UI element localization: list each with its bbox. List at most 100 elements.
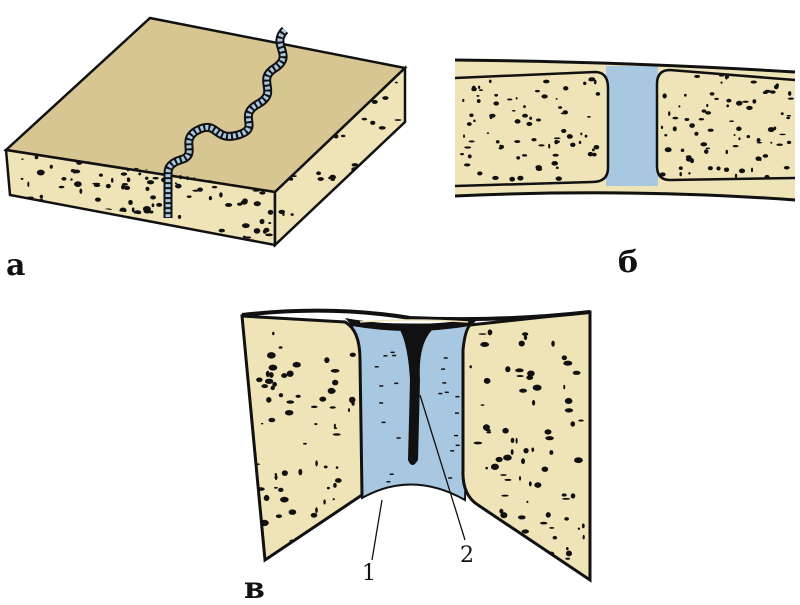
- bone-right: [461, 310, 592, 583]
- bone-pore: [780, 112, 784, 116]
- bone-pore: [281, 373, 288, 379]
- bone-pore: [549, 450, 554, 455]
- bone-pore: [518, 340, 525, 347]
- bone-pore: [398, 150, 402, 154]
- bone-pore: [347, 408, 350, 413]
- bone-pore: [281, 470, 288, 476]
- bone-pore: [584, 134, 588, 138]
- bone-pore: [332, 498, 335, 501]
- bone-pore: [527, 370, 535, 377]
- bone-pore: [545, 512, 551, 518]
- bone-pore: [531, 447, 535, 452]
- cartilage-gap: [606, 66, 658, 186]
- bone-pore: [70, 178, 73, 181]
- bone-pore: [694, 131, 699, 136]
- bone-pore: [333, 482, 337, 488]
- bone-pore: [539, 521, 548, 525]
- bone-pore: [503, 454, 512, 461]
- bone-pore: [511, 109, 516, 112]
- bone-pore: [317, 177, 324, 181]
- bone-pore: [256, 487, 265, 491]
- bone-pore: [588, 78, 595, 82]
- bone-pore: [510, 449, 514, 455]
- bone-pore: [290, 213, 294, 216]
- bone-pore: [564, 408, 574, 413]
- bone-right: [655, 68, 796, 182]
- bone-pore: [522, 113, 528, 118]
- bone-pore: [464, 146, 472, 149]
- bone-pore: [787, 97, 794, 100]
- bone-pore: [208, 195, 213, 201]
- slab-side-face: [273, 65, 407, 248]
- bone-pore: [786, 116, 791, 120]
- bone-pore: [662, 93, 667, 99]
- bone-pore: [324, 357, 330, 364]
- bone-pore: [704, 149, 709, 154]
- bone-pore: [548, 143, 551, 149]
- bone-pore: [698, 118, 705, 121]
- bone-pore: [541, 466, 549, 472]
- bone-pore: [526, 500, 529, 504]
- bone-pore: [255, 463, 260, 466]
- bone-pore: [323, 465, 328, 469]
- bone-pore: [529, 116, 533, 120]
- bone-pore: [493, 101, 500, 106]
- bone-pore: [340, 134, 346, 138]
- bone-pore: [462, 98, 465, 103]
- bone-pore: [323, 499, 326, 505]
- bone-pore: [120, 172, 128, 176]
- bone-pore: [286, 400, 295, 404]
- bone-pore: [150, 195, 157, 200]
- bone-pore: [564, 397, 573, 404]
- bone-pore: [557, 140, 560, 143]
- bone-pore: [270, 385, 275, 391]
- bone-pore: [123, 185, 131, 190]
- bone-pore: [566, 134, 573, 139]
- bone-pore: [382, 96, 389, 100]
- bone-pore: [563, 360, 573, 366]
- bone-pore: [531, 138, 537, 142]
- bone-pore: [261, 384, 269, 389]
- bone-pore: [259, 218, 265, 225]
- bone-pore: [732, 144, 739, 148]
- bone-pore: [354, 191, 357, 197]
- bone-pore: [260, 519, 269, 527]
- bone-pore: [534, 89, 540, 93]
- bone-pore: [126, 168, 130, 172]
- bone-pore: [74, 181, 82, 187]
- bone-pore: [540, 556, 548, 562]
- bone-pore: [196, 232, 204, 236]
- bone-pore: [280, 496, 289, 503]
- bone-pore: [659, 172, 666, 177]
- bone-pore: [595, 92, 601, 96]
- bone-pore: [128, 199, 133, 206]
- bone-pore: [742, 100, 749, 103]
- bone-pore: [244, 236, 252, 239]
- bone-pore: [499, 508, 504, 514]
- bone-pore: [738, 137, 741, 141]
- bone-pore: [685, 157, 693, 162]
- bone-pore: [476, 99, 481, 103]
- bone-left: [240, 314, 364, 563]
- bone-pore: [706, 103, 709, 108]
- callout-1: 1: [362, 561, 376, 586]
- bone-pore: [552, 153, 559, 157]
- bone-pore: [521, 458, 526, 465]
- bone-pore: [770, 141, 773, 144]
- bone-pore: [521, 154, 528, 157]
- bone-pore: [370, 120, 376, 125]
- bone-pore: [502, 427, 509, 434]
- bone-pore: [467, 154, 472, 159]
- bone-pore: [678, 166, 683, 171]
- bone-pore: [256, 377, 263, 383]
- bone-pore: [265, 370, 270, 378]
- bone-pore: [528, 481, 532, 487]
- bone-pore: [351, 163, 359, 167]
- bone-pore: [668, 111, 671, 117]
- bone-pore: [551, 340, 555, 347]
- bone-pore: [684, 93, 687, 97]
- bone-pore: [260, 422, 264, 425]
- bone-pore: [334, 237, 339, 242]
- bone-pore: [347, 207, 354, 212]
- bone-pore: [394, 119, 402, 121]
